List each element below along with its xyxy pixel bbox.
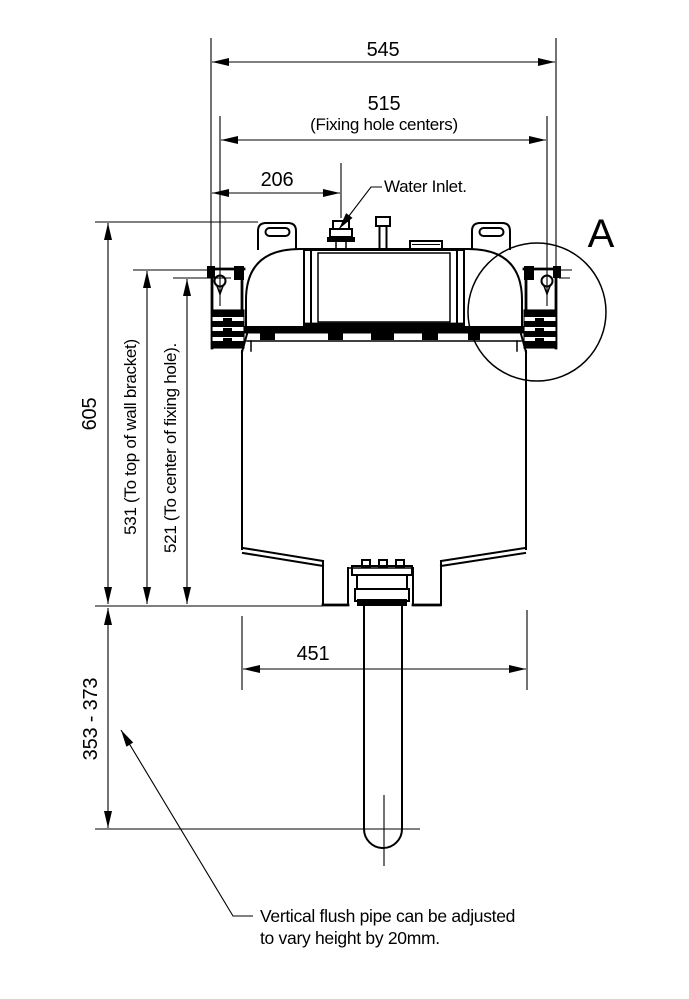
dimension-515-fixing-hole-centers: 515 (Fixing hole centers)	[221, 93, 546, 144]
arrow-icon	[538, 58, 555, 66]
dim-451-label: 451	[297, 643, 330, 665]
overflow-stub-fitting	[375, 216, 391, 250]
access-panel	[303, 249, 465, 326]
water-inlet-fitting	[327, 220, 355, 250]
detail-circle-a: A	[467, 212, 615, 382]
arrow-icon	[143, 271, 151, 288]
bracket-hatch	[523, 309, 557, 349]
arrow-icon	[121, 730, 134, 747]
wall-bracket-left	[207, 266, 246, 350]
arrow-icon	[183, 279, 191, 296]
arrow-icon	[509, 665, 526, 673]
rail-clip	[468, 333, 480, 340]
arrow-icon	[212, 189, 229, 197]
dimension-531-bracket-height: 531 (To top of wall bracket)	[121, 271, 151, 604]
leader-line	[338, 186, 382, 230]
flush-pipe-note-callout: Vertical flush pipe can be adjusted to v…	[120, 729, 515, 948]
rail-clip	[328, 333, 343, 340]
arrow-icon	[529, 136, 546, 144]
arrow-icon	[183, 587, 191, 604]
flush-pipe	[362, 605, 404, 849]
arrow-icon	[323, 189, 340, 197]
arrow-icon	[104, 587, 112, 604]
arrow-icon	[104, 811, 112, 828]
flush-pipe-rounded-end	[362, 827, 404, 849]
flush-pipe-connector	[351, 559, 413, 606]
mounting-rail	[244, 326, 524, 352]
extension-lines	[95, 38, 557, 866]
dimension-521-fixing-hole-height: 521 (To center of fixing hole).	[161, 279, 191, 604]
tank-body	[240, 332, 528, 607]
note-line-1: Vertical flush pipe can be adjusted	[260, 906, 515, 926]
arrow-icon	[339, 213, 353, 229]
water-inlet-callout: Water Inlet.	[338, 177, 467, 230]
water-inlet-label: Water Inlet.	[384, 177, 467, 196]
arrow-icon	[104, 608, 112, 625]
cistern-head-outline	[245, 248, 523, 328]
dim-515-note: (Fixing hole centers)	[310, 115, 458, 134]
detail-marker-label: A	[588, 212, 615, 256]
dim-353-373-label: 353 - 373	[80, 678, 102, 761]
dim-521-label: 521 (To center of fixing hole).	[161, 343, 180, 553]
boss-slot-icon	[264, 227, 291, 237]
bracket-hatch	[211, 309, 245, 349]
tank-bottom-slope-right	[439, 546, 527, 568]
arrow-icon	[221, 136, 238, 144]
dim-605-label: 605	[79, 398, 101, 431]
note-line-2: to vary height by 20mm.	[260, 928, 440, 948]
tank-bottom-slope-left	[241, 546, 325, 568]
rail-clip	[371, 333, 394, 340]
arrow-icon	[243, 665, 260, 673]
flat-plate-fitting	[409, 240, 443, 250]
dim-531-label: 531 (To top of wall bracket)	[121, 339, 140, 535]
dimension-206-inlet-offset: 206	[212, 169, 340, 197]
detail-circle-icon	[467, 242, 607, 382]
arrow-icon	[212, 58, 229, 66]
mounting-boss-right	[471, 222, 511, 250]
boss-slot-icon	[478, 227, 505, 237]
dim-515-label: 515	[368, 93, 401, 115]
cistern	[207, 216, 572, 849]
dim-206-label: 206	[261, 169, 294, 191]
dimension-545-overall-width: 545	[212, 39, 555, 66]
dimension-353-373-pipe-range: 353 - 373	[80, 608, 112, 828]
dimension-451-tank-width: 451	[243, 643, 526, 673]
leader-line	[120, 729, 253, 917]
rail-clip	[422, 333, 438, 340]
mounting-boss-left	[257, 222, 297, 250]
dim-545-label: 545	[367, 39, 400, 61]
rail-clip	[260, 333, 275, 340]
arrow-icon	[104, 223, 112, 240]
dimension-605-overall-height: 605	[79, 223, 112, 604]
arrow-icon	[143, 587, 151, 604]
wall-bracket-right	[522, 266, 572, 350]
